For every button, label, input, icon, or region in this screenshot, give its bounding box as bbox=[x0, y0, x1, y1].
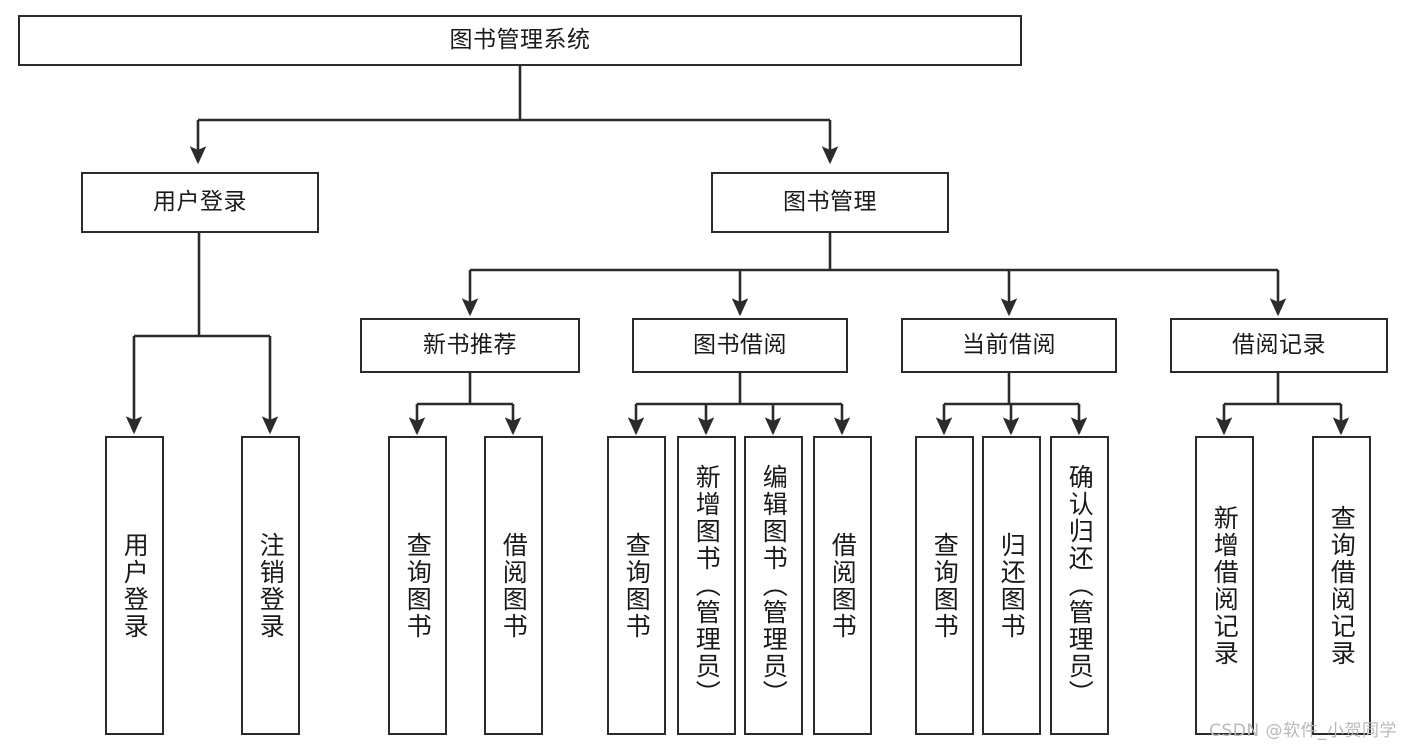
leaf-borrow-edit-book-admin[interactable]: 编辑图书（管理员） bbox=[744, 436, 803, 735]
leaf-current-return-books[interactable]: 归还图书 bbox=[982, 436, 1041, 735]
leaf-current-confirm-return-admin[interactable]: 确认归还（管理员） bbox=[1050, 436, 1109, 735]
leaf-recommend-borrow-books[interactable]: 借阅图书 bbox=[484, 436, 543, 735]
leaf-borrow-query-books[interactable]: 查询图书 bbox=[607, 436, 666, 735]
leaf-current-query-books[interactable]: 查询图书 bbox=[915, 436, 974, 735]
node-new-book-recommend[interactable]: 新书推荐 bbox=[360, 318, 580, 373]
leaf-user-login-signout[interactable]: 注销登录 bbox=[241, 436, 300, 735]
leaf-records-query-record[interactable]: 查询借阅记录 bbox=[1312, 436, 1371, 735]
node-label: 图书借阅 bbox=[693, 332, 787, 359]
node-label: 新增图书（管理员） bbox=[692, 464, 722, 707]
node-label: 用户登录 bbox=[120, 531, 150, 640]
node-label: 当前借阅 bbox=[962, 332, 1056, 359]
node-label: 确认归还（管理员） bbox=[1065, 464, 1095, 707]
node-label: 借阅图书 bbox=[499, 531, 529, 640]
node-label: 编辑图书（管理员） bbox=[759, 464, 789, 707]
node-label: 注销登录 bbox=[256, 531, 286, 640]
node-label: 查询图书 bbox=[930, 531, 960, 640]
csdn-watermark: CSDN @软件_小贺同学 bbox=[1209, 721, 1397, 741]
node-user-login[interactable]: 用户登录 bbox=[81, 172, 319, 233]
node-label: 新增借阅记录 bbox=[1210, 504, 1240, 667]
node-label: 图书管理 bbox=[783, 189, 877, 216]
leaf-recommend-query-books[interactable]: 查询图书 bbox=[388, 436, 447, 735]
node-label: 查询图书 bbox=[403, 531, 433, 640]
node-borrow-records[interactable]: 借阅记录 bbox=[1170, 318, 1388, 373]
leaf-records-add-record[interactable]: 新增借阅记录 bbox=[1195, 436, 1254, 735]
node-label: 归还图书 bbox=[997, 531, 1027, 640]
node-book-management[interactable]: 图书管理 bbox=[711, 172, 949, 233]
leaf-borrow-borrow-books[interactable]: 借阅图书 bbox=[813, 436, 872, 735]
node-label: 用户登录 bbox=[153, 189, 247, 216]
node-label: 图书管理系统 bbox=[449, 27, 591, 54]
node-label: 查询借阅记录 bbox=[1327, 504, 1357, 667]
node-book-borrow[interactable]: 图书借阅 bbox=[632, 318, 848, 373]
leaf-user-login-signin[interactable]: 用户登录 bbox=[105, 436, 164, 735]
node-label: 借阅记录 bbox=[1232, 332, 1326, 359]
node-label: 查询图书 bbox=[622, 531, 652, 640]
node-current-borrow[interactable]: 当前借阅 bbox=[901, 318, 1117, 373]
leaf-borrow-add-book-admin[interactable]: 新增图书（管理员） bbox=[677, 436, 736, 735]
node-root-system[interactable]: 图书管理系统 bbox=[18, 15, 1022, 66]
node-label: 新书推荐 bbox=[423, 332, 517, 359]
node-label: 借阅图书 bbox=[828, 531, 858, 640]
